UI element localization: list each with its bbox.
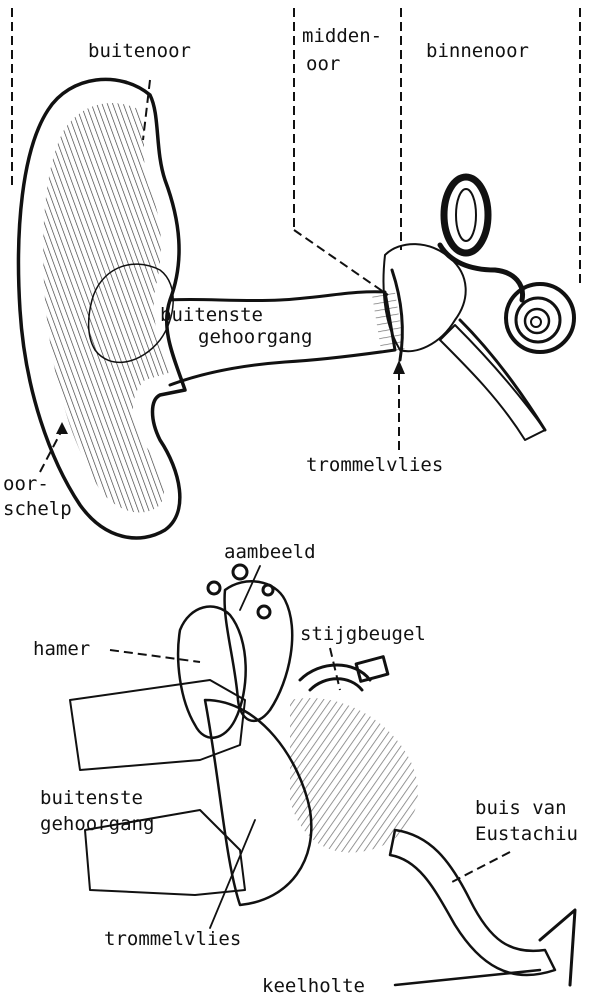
pharynx-pointer [395, 970, 540, 985]
label-eardrum-top: trommelvlies [306, 454, 443, 476]
label-incus: aambeeld [224, 541, 316, 563]
label-ear-canal-line1: buitenste [160, 304, 263, 326]
incus-shape [225, 581, 293, 721]
label-middle-ear-line1: midden- [302, 25, 382, 47]
label-eustachian-line2: Eustachiu [475, 823, 578, 845]
eardrum-pointer-top-arrow [393, 360, 405, 374]
label-ear-canal-line2: gehoorgang [198, 326, 312, 348]
label-pharynx: keelholte [262, 975, 365, 997]
bottom-eardrum-pointer [210, 820, 255, 928]
vestibule [440, 245, 523, 300]
label-inner-ear: binnenoor [426, 40, 529, 62]
auricle-pointer-arrow [56, 422, 68, 434]
semicircular-canal-inner [456, 189, 476, 241]
stapes-shape [300, 657, 388, 690]
label-bottom-canal-line2: gehoorgang [40, 813, 154, 835]
tube-lower-strand [440, 325, 545, 440]
label-middle-ear-line2: oor [306, 53, 340, 75]
incus-pointer [240, 566, 260, 610]
label-eustachian-line1: buis van [475, 797, 567, 819]
label-auricle-line2: schelp [3, 498, 72, 520]
label-malleus: hamer [33, 638, 90, 660]
label-bottom-canal-line1: buitenste [40, 787, 143, 809]
auricle-hatching [43, 103, 172, 513]
canal-upper-wall [70, 680, 245, 770]
eustachian-pointer [452, 852, 510, 882]
label-bottom-eardrum: trommelvlies [104, 928, 241, 950]
top-ear-cross-section: buitenoor midden- oor binnenoor buitenst… [3, 8, 580, 538]
cochlea [506, 284, 574, 352]
bottom-middle-ear-detail: aambeeld hamer stijgbeugel buitenste geh… [33, 541, 578, 997]
middle-ear-pointer [294, 230, 388, 295]
eustachian-tube [390, 830, 555, 975]
stapes-pointer [330, 648, 340, 690]
malleus-pointer [110, 650, 200, 662]
label-auricle-line1: oor- [3, 473, 49, 495]
label-stapes: stijgbeugel [300, 623, 426, 645]
label-outer-ear: buitenoor [88, 40, 191, 62]
